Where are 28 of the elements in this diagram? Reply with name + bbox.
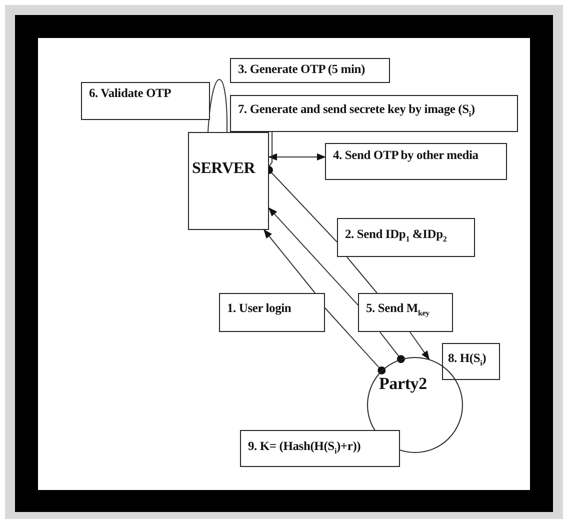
step-box bbox=[325, 143, 507, 180]
arrow bbox=[268, 207, 358, 306]
party-label: Party2 bbox=[379, 374, 427, 394]
step-label: 3. Generate OTP (5 min) bbox=[238, 62, 365, 77]
step-box bbox=[337, 218, 475, 257]
step-label: 1. User login bbox=[227, 301, 292, 316]
arrow bbox=[268, 153, 326, 161]
step-box bbox=[219, 293, 325, 332]
step-box bbox=[230, 58, 390, 83]
arrow bbox=[409, 332, 430, 360]
step-box bbox=[358, 293, 453, 332]
step-box bbox=[442, 343, 500, 380]
step-label: 6. Validate OTP bbox=[89, 86, 172, 101]
connector-line bbox=[346, 256, 378, 294]
step-box bbox=[230, 95, 518, 132]
step-label: 5. Send M$_{key}$ bbox=[366, 301, 430, 318]
connector-line bbox=[268, 132, 273, 167]
step-label: 9. K= (Hash(H(S$_{i}$)+r)) bbox=[248, 439, 361, 456]
server-box bbox=[188, 132, 269, 230]
server-label: SERVER bbox=[192, 160, 256, 178]
step-label: 4. Send OTP by other media bbox=[333, 148, 478, 163]
step-label: 8. H(S$_{i}$) bbox=[448, 351, 486, 368]
loop-line bbox=[208, 79, 228, 132]
step-label: 7. Generate and send secrete key by image (S$_{i}$) bbox=[238, 102, 475, 118]
step-box bbox=[240, 430, 400, 467]
step-label: 2. Send IDp$_{1}$ &IDp$_{2}$ bbox=[345, 227, 447, 244]
step-box bbox=[81, 82, 210, 120]
arrow bbox=[264, 229, 316, 294]
